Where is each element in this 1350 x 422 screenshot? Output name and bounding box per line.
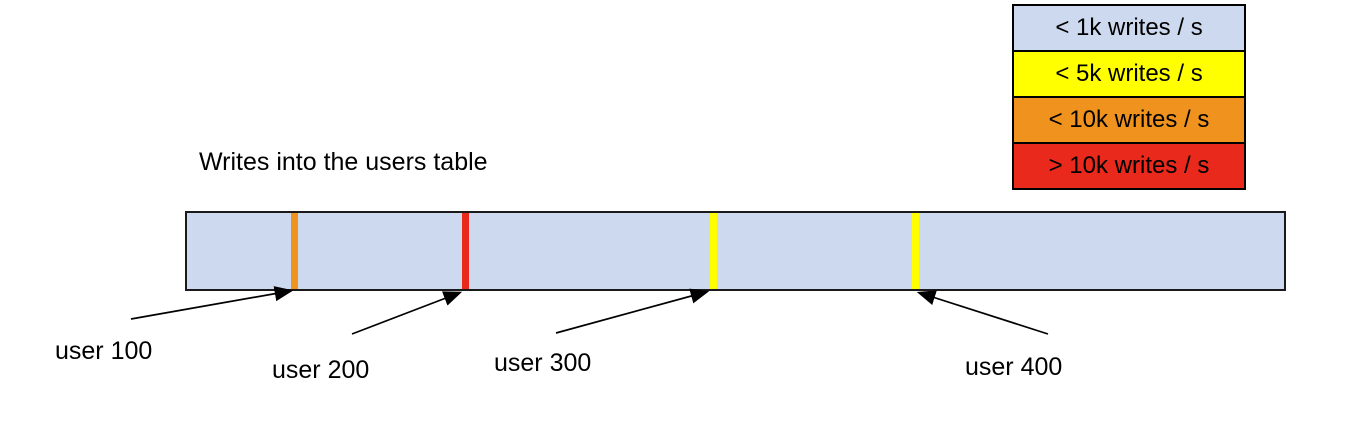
legend-label-lt1k: < 1k writes / s (1055, 14, 1203, 41)
arrow-user-300 (555, 288, 710, 334)
label-user-100: user 100 (55, 337, 153, 365)
arrow-user-100 (130, 286, 294, 320)
label-user-400: user 400 (965, 353, 1063, 381)
hotspot-stripe-user-300 (710, 213, 718, 289)
legend-row-lt1k: < 1k writes / s (1012, 4, 1246, 52)
legend-row-lt10k: < 10k writes / s (1012, 96, 1246, 144)
hotspot-stripe-user-200 (462, 213, 470, 289)
users-table-bar (185, 211, 1286, 291)
label-user-200: user 200 (272, 356, 370, 384)
legend-label-lt10k: < 10k writes / s (1048, 106, 1210, 133)
hotspot-stripe-user-100 (291, 213, 299, 289)
diagram-title: Writes into the users table (199, 148, 488, 176)
arrow-user-200 (351, 291, 463, 335)
hotspot-stripe-user-400 (912, 213, 920, 289)
legend-row-gt10k: > 10k writes / s (1012, 142, 1246, 190)
legend-label-lt5k: < 5k writes / s (1055, 60, 1203, 87)
label-user-300: user 300 (494, 349, 592, 377)
legend-row-lt5k: < 5k writes / s (1012, 50, 1246, 98)
write-rate-legend: < 1k writes / s < 5k writes / s < 10k wr… (1012, 4, 1246, 190)
legend-label-gt10k: > 10k writes / s (1048, 152, 1210, 179)
arrow-user-400 (916, 290, 1049, 335)
